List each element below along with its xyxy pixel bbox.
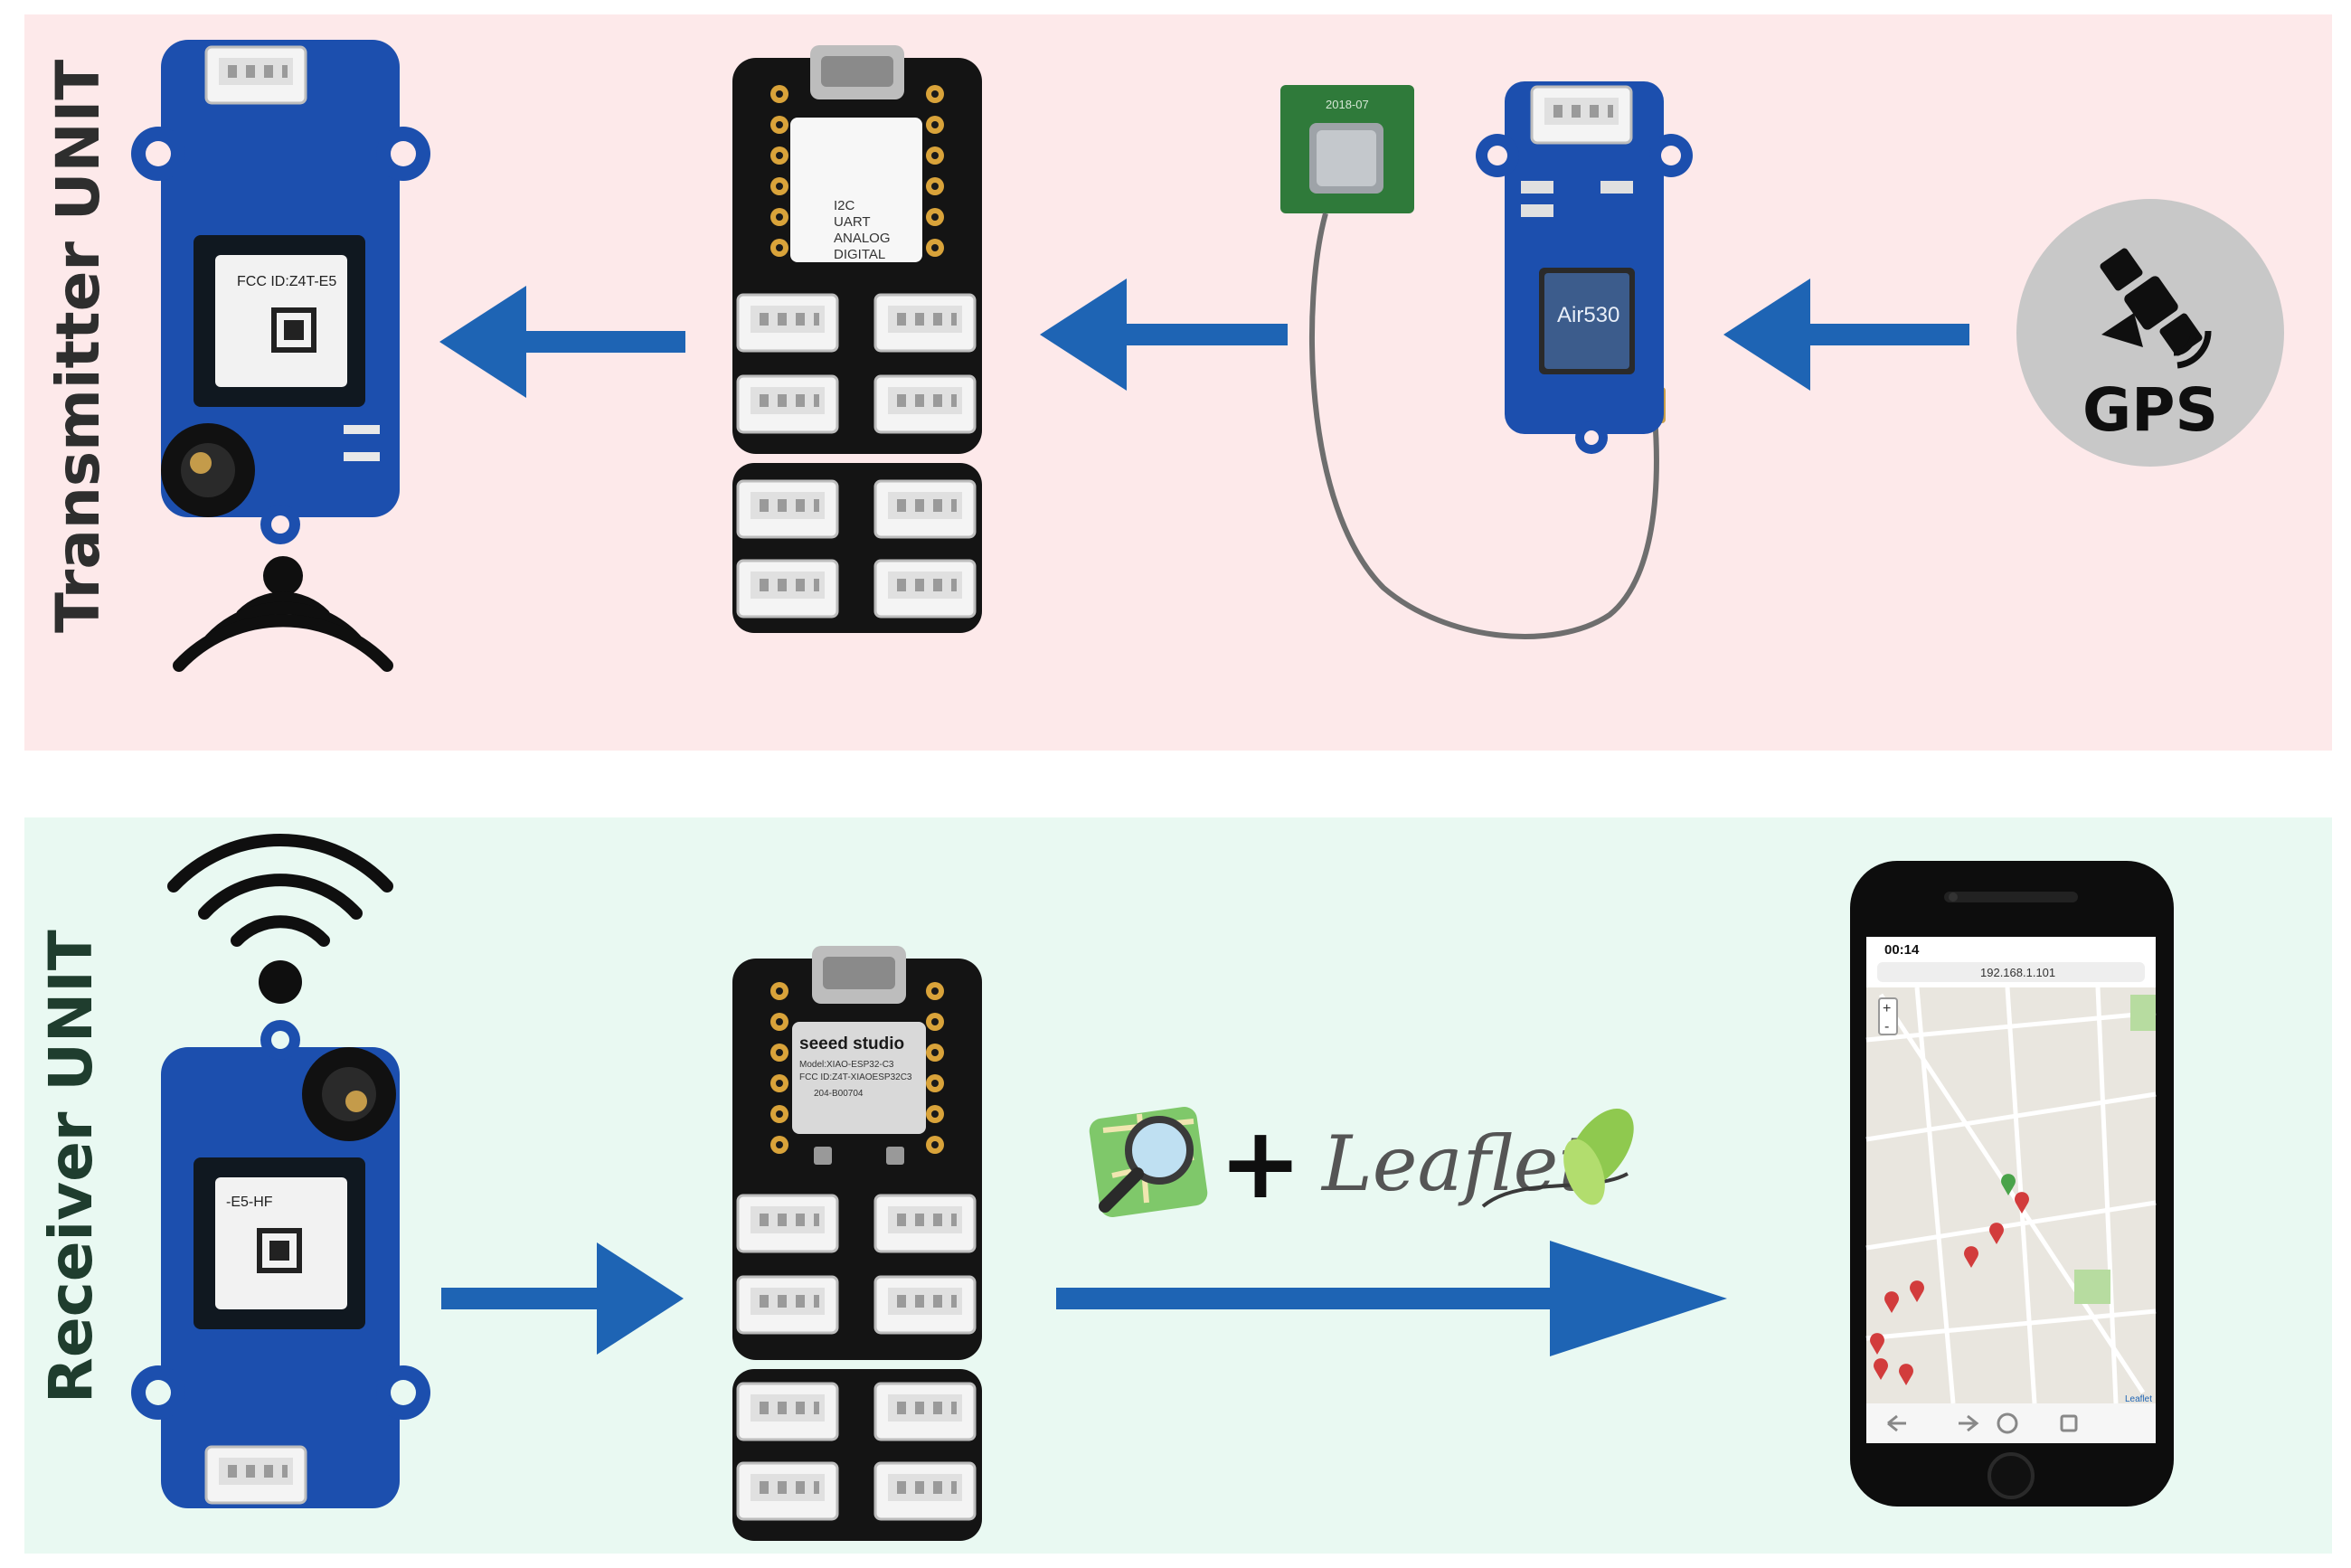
lora-module-transmitter: FCC ID:Z4T-E5 [131,40,430,544]
gps-badge-label: GPS [2082,375,2218,445]
zoom-out-button[interactable]: - [1884,1019,1889,1034]
arrow-to-gps-module [1723,279,1969,391]
gps-chip-text: Air530 [1557,303,1619,327]
satellite-icon [2100,248,2212,369]
xiao-cert-text: 204-B00704 [814,1089,864,1099]
leaflet-logo-text: Leaflet [1320,1119,1589,1208]
arrow-to-xiao-transmitter [1040,279,1288,391]
svg-text:DIGITAL: DIGITAL [834,247,885,262]
gps-module-air530: Air530 [1476,81,1693,454]
browser-toolbar [1887,1412,2078,1434]
openstreetmap-logo [1089,1106,1208,1218]
phone-time: 00:14 [1884,942,1920,958]
arrow-to-lora [439,286,685,398]
lora-module-receiver: -E5-HF [131,1020,430,1508]
svg-text:I2C: I2C [834,198,855,213]
xiao-board-transmitter: I2C UART ANALOG DIGITAL [732,45,982,633]
plus-sign: + [1219,1105,1302,1221]
shield-labels: I2C UART ANALOG DIGITAL [834,198,891,262]
map-markers [1870,1174,2030,1385]
xiao-model-text: Model:XIAO-ESP32-C3 [799,1060,894,1070]
antenna-date-text: 2018-07 [1326,98,1369,111]
lora-fcc-text: FCC ID:Z4T-E5 [237,274,336,289]
zoom-in-button[interactable]: + [1883,1001,1891,1016]
leaflet-leaf-icon [1481,1109,1634,1208]
svg-text:ANALOG: ANALOG [834,231,891,246]
arrow-to-phone [1056,1241,1727,1356]
gps-badge: GPS [2016,199,2284,467]
map-attribution: Leaflet [2125,1394,2152,1404]
xiao-board-receiver: seeed studio Model:XIAO-ESP32-C3 FCC ID:… [732,946,982,1541]
lora-receiver-name: -E5-HF [226,1195,273,1210]
smartphone: 00:14 192.168.1.101 + - [1850,861,2174,1507]
xiao-brand-text: seeed studio [799,1034,904,1053]
home-button[interactable] [1987,1452,2035,1499]
arrow-to-xiao-receiver [441,1242,684,1355]
wireless-signal-icon [173,556,393,672]
xiao-fcc-text: FCC ID:Z4T-XIAOESP32C3 [799,1072,912,1082]
phone-url: 192.168.1.101 [1980,966,2055,979]
zoom-control[interactable] [1878,997,1898,1035]
wireless-signal-icon-receiver [167,834,393,1004]
svg-text:UART: UART [834,214,871,230]
